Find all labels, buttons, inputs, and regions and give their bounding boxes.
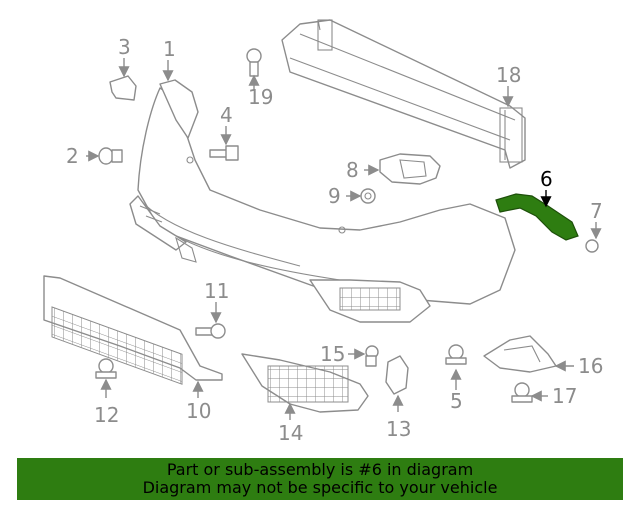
bolt-part-19 [246, 48, 262, 77]
callout-13: 13 [386, 417, 411, 441]
callout-labels: 1 2 3 4 5 6 7 8 9 10 11 12 13 14 15 16 1… [66, 35, 603, 445]
nut-part-9 [360, 188, 376, 204]
leader-lines [86, 58, 602, 420]
push-clip-part-17 [511, 382, 533, 403]
callout-16: 16 [578, 354, 603, 378]
callout-15: 15 [320, 342, 345, 366]
callout-14: 14 [278, 421, 303, 445]
push-clip-part-5 [445, 344, 467, 365]
callout-18: 18 [496, 63, 521, 87]
callout-5: 5 [450, 389, 463, 413]
callout-6: 6 [540, 167, 553, 191]
callout-10: 10 [186, 399, 211, 423]
callout-17: 17 [552, 384, 577, 408]
screw-part-4 [209, 145, 239, 161]
callout-19: 19 [248, 85, 273, 109]
callout-3: 3 [118, 35, 131, 59]
screw-part-11 [195, 323, 226, 339]
side-bracket-part-6 [495, 193, 579, 241]
callout-11: 11 [204, 279, 229, 303]
grommet-part-2 [98, 147, 123, 165]
clip-part-3 [109, 75, 137, 101]
push-clip-part-12 [95, 358, 117, 379]
callout-2: 2 [66, 144, 79, 168]
callout-7: 7 [590, 199, 603, 223]
bolt-part-15 [365, 345, 379, 367]
reinforcement-beam-part-18 [281, 19, 526, 169]
reflector-part-13 [385, 355, 409, 395]
callout-9: 9 [328, 184, 341, 208]
bracket-part-8 [379, 153, 441, 185]
banner-line-1: Part or sub-assembly is #6 in diagram [166, 460, 474, 479]
banner-line-2: Diagram may not be specific to your vehi… [142, 478, 498, 497]
callout-8: 8 [346, 158, 359, 182]
grille-insert-part-14 [241, 353, 369, 413]
bracket-part-16 [483, 335, 557, 373]
bumper-face-part-1 [129, 79, 516, 323]
callout-12: 12 [94, 403, 119, 427]
lower-grille-part-10 [43, 275, 223, 385]
info-banner: Part or sub-assembly is #6 in diagram Di… [17, 458, 623, 500]
callout-4: 4 [220, 103, 233, 127]
callout-1: 1 [163, 37, 176, 61]
clip-part-7 [585, 239, 599, 253]
